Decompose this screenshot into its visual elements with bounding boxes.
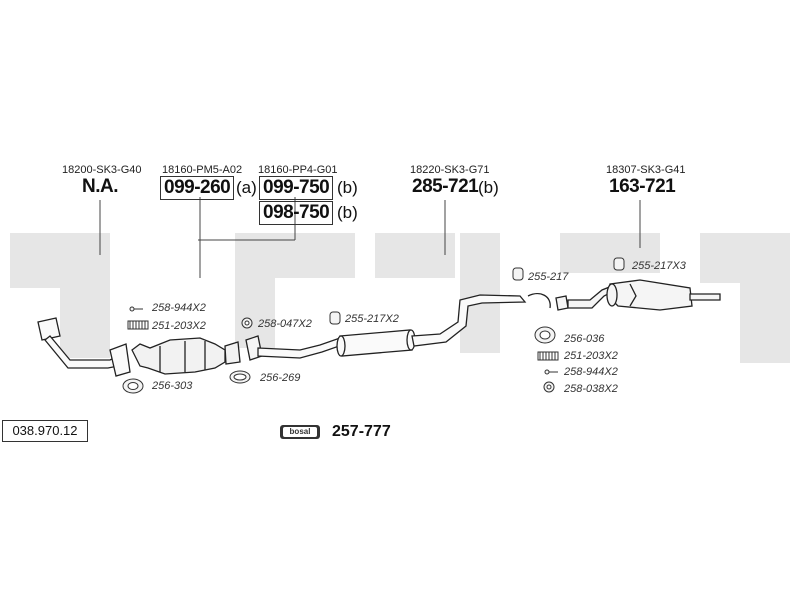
oem-number-catalyst: 18160-PM5-A02 xyxy=(162,164,243,176)
part-suffix: (b) xyxy=(478,178,499,197)
part-number-rear: 163-721 xyxy=(609,176,676,197)
oem-number-catalyst-alt: 18160-PP4-G01 xyxy=(258,164,338,176)
fitting-label: 258-047X2 xyxy=(258,318,312,330)
fitting-label: 255-217X2 xyxy=(345,313,399,325)
rubber-hanger-icon xyxy=(613,257,625,271)
diagram-reference: 038.970.12 xyxy=(2,420,88,442)
rubber-hanger-icon xyxy=(512,267,524,281)
rear-section xyxy=(555,279,721,311)
oem-number-rear: 18307-SK3-G41 xyxy=(606,164,686,176)
rubber-hanger-icon xyxy=(329,311,341,325)
watermark-block xyxy=(560,233,660,273)
catalytic-converter xyxy=(131,337,241,375)
kit-number: 257-777 xyxy=(332,423,391,440)
bosal-logo-text: bosal xyxy=(283,427,317,437)
bolt-icon xyxy=(544,369,558,375)
gasket-icon xyxy=(229,370,251,384)
watermark-block xyxy=(460,233,500,353)
oem-number-front-pipe: 18200-SK3-G40 xyxy=(62,164,142,176)
fitting-label: 258-944X2 xyxy=(564,366,618,378)
part-suffix: (b) xyxy=(337,178,358,197)
part-number-catalyst: 099-260 xyxy=(160,176,235,200)
fitting-label: 255-217X3 xyxy=(632,260,686,272)
watermark-block xyxy=(60,288,110,358)
part-number-catalyst-alt2: 098-750 xyxy=(259,201,334,225)
bolt-icon xyxy=(129,306,143,312)
spring-icon xyxy=(127,320,149,330)
nut-icon xyxy=(241,317,253,329)
part-suffix: (b) xyxy=(337,203,358,222)
fitting-label: 256-303 xyxy=(152,380,193,392)
hanger-clip xyxy=(527,293,551,309)
watermark-block xyxy=(375,233,455,278)
fitting-label: 258-944X2 xyxy=(152,302,206,314)
nut-icon xyxy=(543,381,555,393)
part-suffix: (a) xyxy=(236,178,257,197)
fitting-label: 256-269 xyxy=(260,372,301,384)
gasket-icon xyxy=(122,378,144,394)
bosal-logo: bosal xyxy=(280,425,320,439)
watermark-block xyxy=(10,233,110,288)
fitting-label: 251-203X2 xyxy=(152,320,206,332)
fitting-label: 256-036 xyxy=(564,333,605,345)
part-number-front-pipe: N.A. xyxy=(82,176,119,197)
middle-section xyxy=(257,294,527,359)
front-pipe xyxy=(37,317,131,377)
watermark-block xyxy=(740,283,790,363)
watermark-block xyxy=(700,233,790,283)
fitting-label: 258-038X2 xyxy=(564,383,618,395)
part-number-middle: 285-721 xyxy=(412,176,479,197)
part-number-catalyst-alt: 099-750 xyxy=(259,176,334,200)
gasket-icon xyxy=(534,326,556,344)
fitting-label: 251-203X2 xyxy=(564,350,618,362)
fitting-label: 255-217 xyxy=(528,271,569,283)
oem-number-middle: 18220-SK3-G71 xyxy=(410,164,490,176)
spring-icon xyxy=(537,351,559,361)
